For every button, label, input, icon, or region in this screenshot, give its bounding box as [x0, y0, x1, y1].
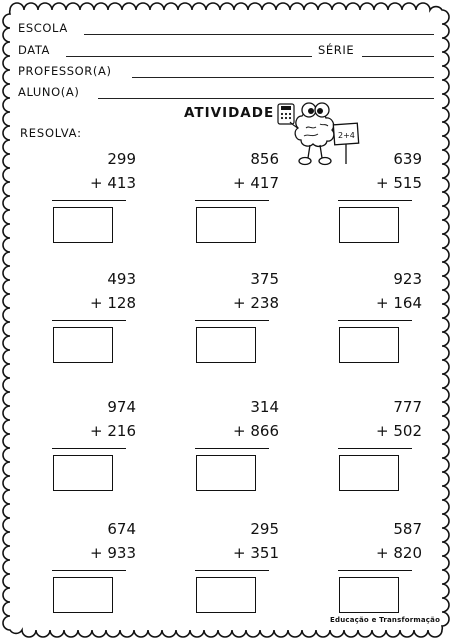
- grade-field[interactable]: [362, 56, 434, 57]
- addend-top: 587: [393, 520, 422, 538]
- addition-problem: 974 + 216: [52, 398, 142, 508]
- mascot-sign-text: 2+4: [338, 131, 355, 140]
- addend-top: 974: [107, 398, 136, 416]
- addition-problem: 375 + 238: [195, 270, 285, 380]
- addition-problem: 856 + 417: [195, 150, 285, 260]
- answer-box[interactable]: [53, 327, 113, 363]
- addend-top: 299: [107, 150, 136, 168]
- addend-bottom: + 866: [233, 422, 279, 440]
- addition-problem: 777 + 502: [338, 398, 428, 508]
- addend-bottom: + 128: [90, 294, 136, 312]
- sum-rule: [52, 320, 126, 321]
- answer-box[interactable]: [339, 577, 399, 613]
- answer-box[interactable]: [339, 327, 399, 363]
- sum-rule: [52, 448, 126, 449]
- addend-top: 777: [393, 398, 422, 416]
- teacher-field[interactable]: [132, 77, 434, 78]
- addition-problem: 639 + 515: [338, 150, 428, 260]
- sum-rule: [338, 570, 412, 571]
- answer-box[interactable]: [53, 207, 113, 243]
- sum-rule: [195, 448, 269, 449]
- footer-credit: Educação e Transformação: [330, 616, 441, 624]
- school-label: ESCOLA: [18, 21, 68, 35]
- addend-bottom: + 164: [376, 294, 422, 312]
- sum-rule: [195, 570, 269, 571]
- answer-box[interactable]: [339, 207, 399, 243]
- addend-bottom: + 820: [376, 544, 422, 562]
- addition-problem: 314 + 866: [195, 398, 285, 508]
- addend-top: 314: [250, 398, 279, 416]
- instruction-label: RESOLVA:: [20, 126, 82, 140]
- sum-rule: [195, 200, 269, 201]
- answer-box[interactable]: [196, 327, 256, 363]
- student-field[interactable]: [98, 98, 434, 99]
- addend-top: 923: [393, 270, 422, 288]
- student-label: ALUNO(A): [18, 85, 80, 99]
- addition-problem: 299 + 413: [52, 150, 142, 260]
- addition-problem: 923 + 164: [338, 270, 428, 380]
- sum-rule: [338, 320, 412, 321]
- answer-box[interactable]: [339, 455, 399, 491]
- sum-rule: [195, 320, 269, 321]
- teacher-label: PROFESSOR(A): [18, 64, 112, 78]
- calculator-icon: [277, 103, 295, 125]
- addend-bottom: + 502: [376, 422, 422, 440]
- sum-rule: [338, 448, 412, 449]
- date-field[interactable]: [66, 56, 312, 57]
- addend-bottom: + 515: [376, 174, 422, 192]
- answer-box[interactable]: [196, 455, 256, 491]
- addition-problem: 587 + 820: [338, 520, 428, 630]
- sum-rule: [52, 570, 126, 571]
- addend-bottom: + 933: [90, 544, 136, 562]
- school-field[interactable]: [84, 34, 434, 35]
- addend-top: 375: [250, 270, 279, 288]
- brain-mascot-icon: 2+4: [277, 102, 360, 166]
- addition-problem: 493 + 128: [52, 270, 142, 380]
- answer-box[interactable]: [196, 207, 256, 243]
- answer-box[interactable]: [53, 577, 113, 613]
- addend-top: 856: [250, 150, 279, 168]
- answer-box[interactable]: [196, 577, 256, 613]
- addend-top: 674: [107, 520, 136, 538]
- date-label: DATA: [18, 43, 51, 57]
- page-title: ATIVIDADE: [184, 105, 275, 121]
- addend-top: 295: [250, 520, 279, 538]
- addend-bottom: + 413: [90, 174, 136, 192]
- addend-top: 639: [393, 150, 422, 168]
- addend-bottom: + 417: [233, 174, 279, 192]
- addend-bottom: + 216: [90, 422, 136, 440]
- addend-top: 493: [107, 270, 136, 288]
- addend-bottom: + 238: [233, 294, 279, 312]
- answer-box[interactable]: [53, 455, 113, 491]
- addition-problem: 295 + 351: [195, 520, 285, 630]
- addition-problem: 674 + 933: [52, 520, 142, 630]
- grade-label: SÉRIE: [318, 43, 355, 57]
- sum-rule: [338, 200, 412, 201]
- addend-bottom: + 351: [233, 544, 279, 562]
- sum-rule: [52, 200, 126, 201]
